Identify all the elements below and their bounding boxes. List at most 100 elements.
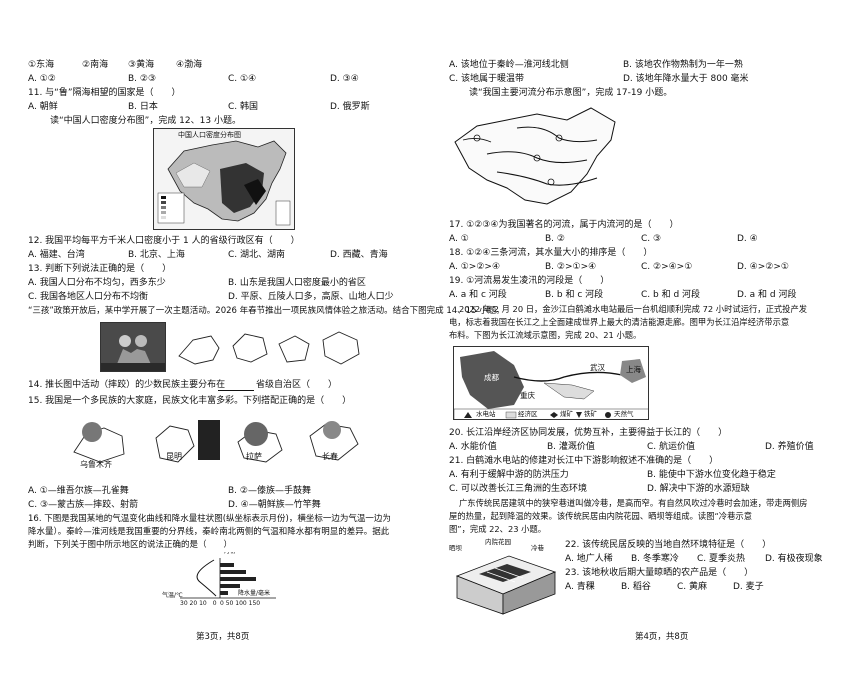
q21-answer-a: A. 有利于缓解中游的防洪压力 — [449, 470, 569, 480]
legend-natural-gas: 天然气 — [614, 410, 634, 418]
intro-22-23-line3: 图”，完成 22、23 小题。 — [449, 524, 547, 534]
province-outlines — [175, 326, 365, 370]
q15-answer-d: D. ④—朝鲜族—竹竿舞 — [228, 500, 321, 510]
chart-month-label: 月份 — [224, 552, 236, 556]
q18-stem: 18. ①②④三条河流，其水量大小的排序是（ ） — [449, 248, 653, 258]
q16-answer-a: A. 该地位于秦岭—淮河线北侧 — [449, 60, 569, 70]
read-instruction-17-19: 读“我国主要河流分布示意图”，完成 17-19 小题。 — [469, 88, 673, 98]
q13-answer-c: C. 我国各地区人口分布不均衡 — [28, 292, 149, 302]
q15-answer-a: A. ①—维吾尔族—孔雀舞 — [28, 486, 129, 496]
q23-answer-c: C. 黄麻 — [677, 582, 708, 592]
q10-answer-c: C. ①④ — [228, 74, 257, 84]
page-footer-4: 第4页，共8页 — [635, 632, 689, 642]
page-footer-3: 第3页，共8页 — [196, 632, 250, 642]
q13-answer-a: A. 我国人口分布不均匀，西多东少 — [28, 278, 166, 288]
intro-22-23-line2: 屋的热量，起到降温的效果。该传统民居由内院花园、晒坝等组成。读图“冷巷示意 — [449, 511, 752, 521]
q11-answer-b: B. 日本 — [128, 102, 158, 112]
cold-lane-diagram: 晒坝 内院花园 冷巷 — [449, 536, 559, 616]
house-label-courtyard: 内院花园 — [485, 538, 511, 546]
q17-answer-b: B. ② — [545, 234, 565, 244]
q17-stem: 17. ①②③④为我国著名的河流，属于内流河的是（ ） — [449, 220, 679, 230]
read-instruction-12-13: 读“中国人口密度分布图”，完成 12、13 小题。 — [50, 116, 241, 126]
map-city-chengdu: 成都 — [484, 373, 499, 382]
q19-answer-a: A. a 和 c 河段 — [449, 290, 507, 300]
q12-answer-d: D. 西藏、青海 — [330, 250, 388, 260]
city-label-changchun: 长春 — [322, 452, 338, 461]
legend-coal: 煤矿 — [560, 410, 573, 418]
q21-answer-d: D. 解决中下游的水源短缺 — [647, 484, 750, 494]
q17-answer-c: C. ③ — [641, 234, 662, 244]
climate-chart: 月份 气温/℃ 30 20 10 0 降水量/毫米 0 50 100 150 — [160, 552, 280, 608]
q17-answer-a: A. ① — [449, 234, 469, 244]
q20-stem: 20. 长江沿岸经济区协同发展，优势互补，主要得益于长江的（ ） — [449, 428, 728, 438]
map-city-shanghai: 上海 — [626, 365, 641, 374]
q23-answer-a: A. 青稞 — [565, 582, 595, 592]
q11-answer-c: C. 韩国 — [228, 102, 259, 112]
q19-stem: 19. ①河流易发生凌汛的河段是（ ） — [449, 276, 610, 286]
intro-20-21-line2: 电，标志着我国在长江之上全面建成世界上最大的清洁能源走廊。图甲为长江沿岸经济带示… — [449, 317, 790, 327]
map-title: 中国人口密度分布图 — [178, 131, 241, 139]
q18-answer-b: B. ②>①>④ — [545, 262, 597, 272]
yangtze-basin-map: 武汉 上海 成都 重庆 水电站 经济区 煤矿 铁矿 天然气 — [453, 346, 649, 420]
q12-answer-b: B. 北京、上海 — [128, 250, 185, 260]
q21-answer-b: B. 能使中下游水位变化趋于稳定 — [647, 470, 776, 480]
q21-stem: 21. 白鹤滩水电站的修建对长江中下游影响叙述不准确的是（ ） — [449, 456, 719, 466]
q18-answer-d: D. ④>②>① — [737, 262, 789, 272]
q15-answer-c: C. ③—蒙古族—摔跤、射箭 — [28, 500, 139, 510]
intro-20-21-line3: 布料。下图为长江流域示意图，完成 20、21 小题。 — [449, 330, 642, 340]
population-density-map: 中国人口密度分布图 — [153, 128, 295, 230]
q17-answer-d: D. ④ — [737, 234, 758, 244]
q14-stem-end: 省级自治区（ ） — [256, 380, 338, 390]
q19-answer-d: D. a 和 d 河段 — [737, 290, 797, 300]
chart-precip-ticks: 0 50 100 150 — [220, 600, 261, 607]
q22-stem: 22. 该传统民居反映的当地自然环境特征是（ ） — [565, 540, 772, 550]
legend-hydropower: 水电站 — [476, 410, 496, 418]
q20-answer-a: A. 水能价值 — [449, 442, 497, 452]
q16-stem-line1: 16. 下图是我国某地的气温变化曲线和降水量柱状图(纵坐标表示月份)，横坐标一边… — [28, 514, 391, 524]
q20-answer-b: B. 灌溉价值 — [547, 442, 595, 452]
q16-answer-d: D. 该地年降水量大于 800 毫米 — [623, 74, 749, 84]
q13-stem: 13. 判断下列说法正确的是（ ） — [28, 264, 172, 274]
q10-answer-d: D. ③④ — [330, 74, 359, 84]
q22-answer-a: A. 地广人稀 — [565, 554, 613, 564]
q10-option-1: ①东海 — [28, 60, 55, 70]
q20-answer-d: D. 养殖价值 — [765, 442, 814, 452]
q20-answer-c: C. 航运价值 — [647, 442, 696, 452]
q13-answer-d: D. 平原、丘陵人口多，高原、山地人口少 — [228, 292, 394, 302]
map-city-wuhan: 武汉 — [590, 363, 605, 372]
q12-answer-a: A. 福建、台湾 — [28, 250, 85, 260]
right-page: A. 该地位于秦岭—淮河线北侧 B. 该地农作物熟制为一年一熟 C. 该地属于暖… — [435, 0, 867, 678]
q15-stem: 15. 我国是一个多民族的大家庭，民族文化丰富多彩。下列搭配正确的是（ ） — [28, 396, 352, 406]
q15-answer-b: B. ②—傣族—手鼓舞 — [228, 486, 311, 496]
legend-iron: 铁矿 — [584, 410, 597, 418]
q19-answer-b: B. b 和 c 河段 — [545, 290, 604, 300]
chart-precip-label: 降水量/毫米 — [238, 590, 271, 597]
q19-answer-c: C. b 和 d 河段 — [641, 290, 701, 300]
city-label-lhasa: 拉萨 — [246, 452, 262, 461]
q21-answer-c: C. 可以改善长江三角洲的生态环境 — [449, 484, 588, 494]
q10-option-2: ②南海 — [82, 60, 109, 70]
house-label-drying-yard: 晒坝 — [449, 544, 462, 552]
q14-stem-start: 14. 推长图中活动（摔跤）的少数民族主要分布在 — [28, 380, 226, 390]
q16-stem-line2: 降水量）。秦岭—淮河线是我国重要的分界线，秦岭南北两侧的气温和降水都有明显的差异… — [28, 527, 390, 537]
q23-stem: 23. 该地秋收后期大量晾晒的农产品是（ ） — [565, 568, 754, 578]
q23-answer-d: D. 麦子 — [733, 582, 764, 592]
q10-option-3: ③黄海 — [128, 60, 155, 70]
q11-answer-d: D. 俄罗斯 — [330, 102, 370, 112]
q10-option-4: ④渤海 — [176, 60, 203, 70]
q16-answer-b: B. 该地农作物熟制为一年一熟 — [623, 60, 743, 70]
city-label-kunming: 昆明 — [166, 452, 182, 461]
q12-answer-c: C. 湖北、湖南 — [228, 250, 286, 260]
house-label-cold-lane: 冷巷 — [531, 544, 544, 552]
q10-answer-b: B. ②③ — [128, 74, 157, 84]
q16-answer-c: C. 该地属于暖温带 — [449, 74, 525, 84]
q16-stem-line3: 判断，下列关于图中所示地区的说法正确的是（ ） — [28, 540, 233, 550]
q23-answer-b: B. 稻谷 — [621, 582, 651, 592]
q22-answer-c: C. 夏季炎热 — [697, 554, 746, 564]
culture-images: 乌鲁木齐 昆明 拉萨 长春 — [70, 412, 370, 476]
q22-answer-d: D. 有极夜现象 — [765, 554, 823, 564]
map-city-chongqing: 重庆 — [520, 391, 535, 400]
left-page: ①东海 ②南海 ③黄海 ④渤海 A. ①② B. ②③ C. ①④ D. ③④ … — [28, 60, 505, 642]
intro-20-21-line1: 2022 年 2 月 20 日，金沙江白鹤滩水电站最后一台机组顺利完成 72 小… — [459, 304, 808, 314]
china-map-shape — [157, 140, 291, 226]
